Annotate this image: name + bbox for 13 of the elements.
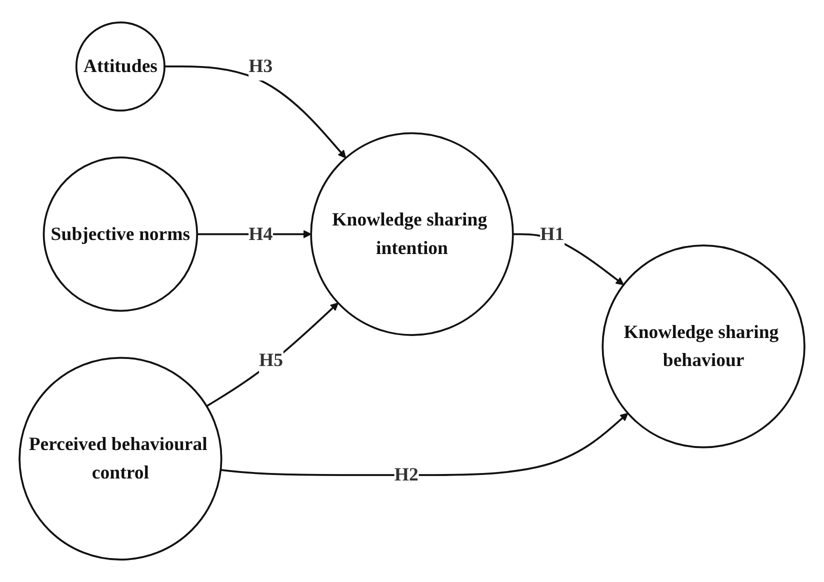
- edge-label: H1: [540, 224, 564, 244]
- node-circle: Subjective norms: [42, 156, 198, 312]
- edge-label: H2: [394, 464, 418, 486]
- arrow: [206, 302, 338, 407]
- node-circle: Perceived behavioural control: [18, 356, 222, 561]
- edge-label: H3: [248, 56, 273, 77]
- node-circle: Attitudes: [75, 21, 166, 112]
- node-circle: Knowledge sharing intention: [310, 132, 514, 336]
- arrow: [220, 412, 628, 476]
- edge-label: H4: [248, 224, 273, 244]
- arrow: [164, 66, 346, 158]
- edge-label: H5: [259, 350, 284, 371]
- node-circle: Knowledge sharing behaviour: [602, 244, 806, 448]
